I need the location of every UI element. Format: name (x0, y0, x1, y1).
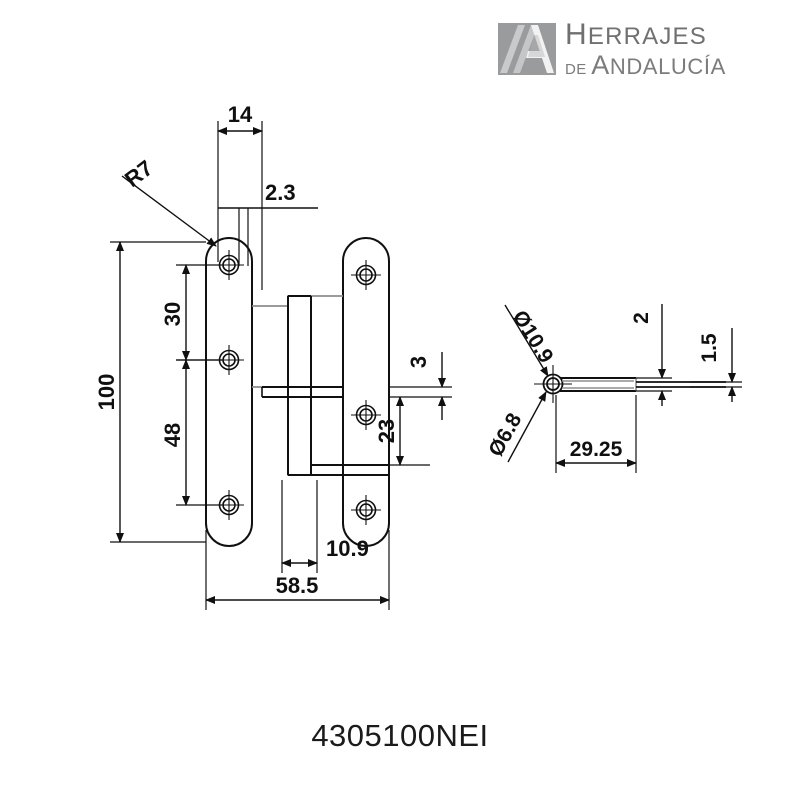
logo-line-herrajes: HERRAJES (565, 17, 707, 51)
dimension-gap-3: 3 (389, 352, 452, 420)
dimension-height-23: 23 (374, 396, 430, 466)
part-number-caption: 4305100NEI (311, 718, 489, 753)
dimension-height-48: 48 (160, 359, 222, 506)
dimension-label-r7: R7 (120, 155, 158, 192)
dimension-label-58-5: 58.5 (276, 573, 319, 598)
dimension-label-23: 23 (374, 419, 399, 443)
dimension-label-1-5: 1.5 (698, 333, 721, 363)
dimension-label-100: 100 (94, 374, 119, 411)
dimension-label-30: 30 (160, 302, 185, 326)
dimension-dia-10-9: Ø10.9 (504, 304, 558, 377)
hinge-knuckle (252, 295, 389, 476)
dimension-label-10-9: 10.9 (326, 536, 369, 561)
dimension-label-29-25: 29.25 (570, 438, 623, 461)
logo-wordmark: HERRAJES DE ANDALUCÍA (565, 17, 726, 80)
dimension-length-29-25: 29.25 (555, 395, 637, 473)
screw-hole-right-bottom (350, 494, 382, 526)
dimension-label-14: 14 (228, 102, 253, 127)
ha-monogram-icon (498, 23, 556, 75)
dimension-offset-10-9: 10.9 (281, 480, 369, 573)
dimension-radius-r7: R7 (120, 155, 217, 247)
dimension-label-dia-10-9: Ø10.9 (508, 306, 558, 367)
dimension-height-100: 100 (94, 241, 206, 543)
dimension-height-1-5: 1.5 (690, 328, 742, 402)
dimension-label-48: 48 (160, 423, 185, 447)
dimension-label-2-3: 2.3 (265, 180, 296, 205)
screw-hole-right-top (350, 259, 382, 291)
dimension-height-30: 30 (160, 264, 222, 361)
dimension-width-58-5: 58.5 (205, 530, 390, 610)
dimension-label-dia-6-8: Ø6.8 (484, 409, 526, 460)
company-logo: HERRAJES DE ANDALUCÍA (498, 18, 788, 80)
dimension-thickness-2-3: 2.3 (218, 180, 318, 266)
dimension-dia-6-8: Ø6.8 (484, 391, 547, 463)
side-view (534, 365, 726, 403)
technical-drawing: 14 2.3 R7 100 30 (0, 90, 800, 650)
right-leaf (342, 237, 390, 547)
drawing-svg: 14 2.3 R7 100 30 (94, 102, 742, 610)
dimension-label-3: 3 (406, 356, 431, 368)
dimension-height-2: 2 (626, 304, 672, 406)
dimension-label-2: 2 (630, 312, 653, 324)
dimension-width-14: 14 (217, 102, 263, 290)
logo-line-andalucia: DE ANDALUCÍA (565, 49, 726, 80)
left-leaf (205, 237, 253, 547)
